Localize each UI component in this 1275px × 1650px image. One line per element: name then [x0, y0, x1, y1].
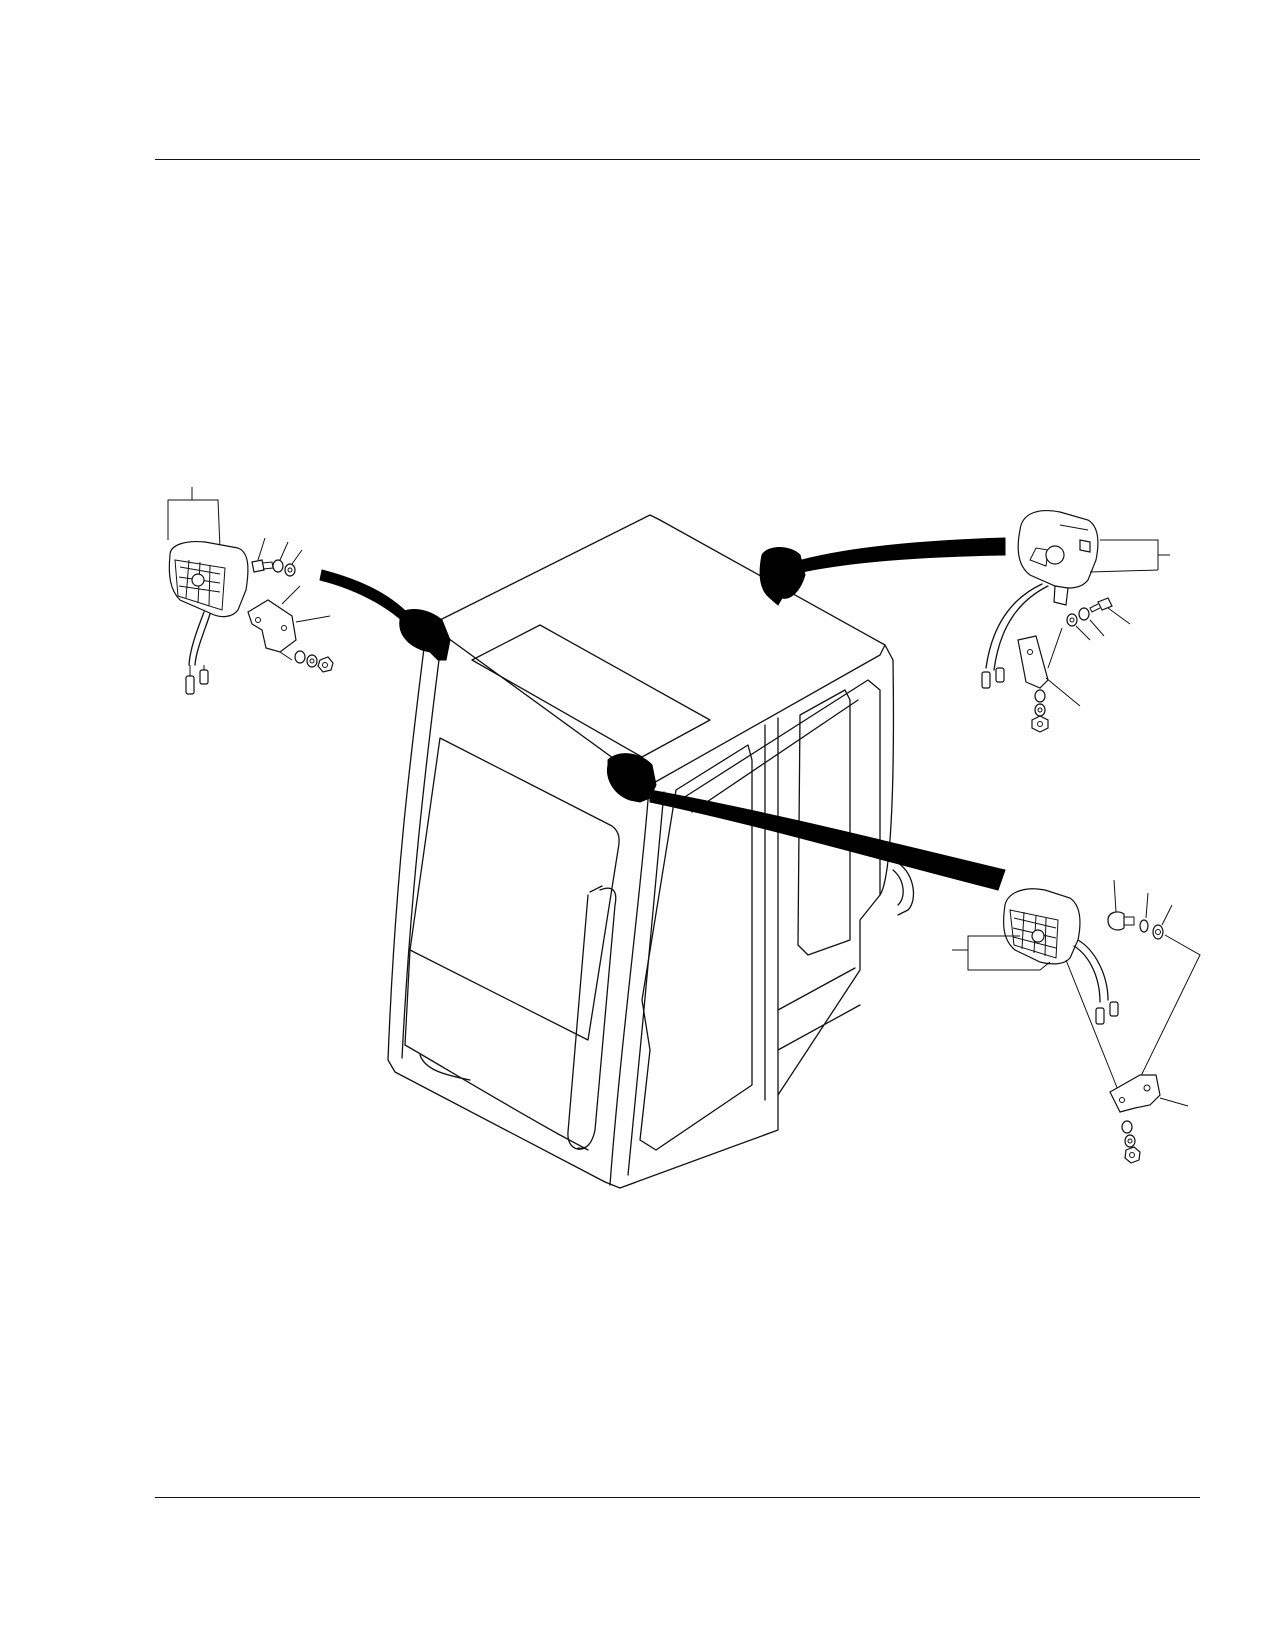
footer-rule: [155, 1497, 1200, 1498]
header-rule: [155, 159, 1200, 160]
work-lamp-icon: [1003, 888, 1081, 965]
lamp-assembly-front-left: [167, 487, 334, 695]
operator-cab: [387, 514, 915, 1189]
work-lamp-icon: [1017, 509, 1099, 589]
work-lamp-icon: [168, 540, 249, 618]
lamp-assembly-rear-right: [981, 509, 1170, 733]
lamp-assembly-front-right: [952, 879, 1201, 1164]
lamp-location-markers: [319, 537, 1006, 891]
